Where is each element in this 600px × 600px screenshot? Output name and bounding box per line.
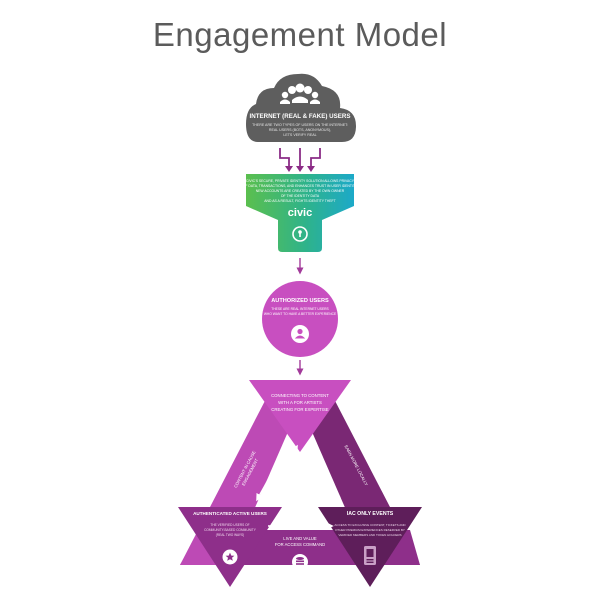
star-badge-icon	[222, 549, 238, 565]
user-icon	[291, 325, 309, 343]
authorized-heading: AUTHORIZED USERS	[271, 298, 329, 304]
top-triangle-line-2: WITH A FOR ARTISTS	[278, 400, 322, 405]
bottom-right-line-3: VERIFIED MEMBERS AND TOKEN HOLDERS	[338, 533, 401, 537]
cloud-line-1: THERE ARE TWO TYPES OF USERS ON THE INTE…	[252, 123, 348, 127]
civic-logo-text: civic	[288, 207, 312, 219]
bottom-left-triangle-node	[178, 507, 282, 587]
top-triangle-line-3: CREATING FOR EXPERTISE	[271, 407, 329, 412]
cloud-line-3: LETS VERIFY REAL	[283, 133, 316, 137]
funnel-line-4: OF THE IDENTITY DATA	[281, 194, 320, 198]
bottom-right-line-1: ACCESS TO EXCLUSIVE CONTENT, TICKETS AND	[334, 523, 406, 527]
authorized-users-node: AUTHORIZED USERS THESE ARE REAL INTERNET…	[262, 281, 338, 357]
arrow-top-to-bottom-left	[256, 454, 283, 502]
bottom-center-line-2: FOR ACCESS COMMAND	[275, 542, 325, 547]
coins-icon	[292, 554, 308, 570]
authorized-line-1: THESE ARE REAL INTERNET USERS	[271, 307, 329, 311]
top-triangle-node	[249, 380, 351, 452]
arrow-bottom-right-to-top	[315, 452, 341, 499]
page-title: Engagement Model	[152, 16, 448, 53]
bottom-right-line-2: OTHER PREMIUM EXPERIENCES RESERVED BY	[335, 528, 405, 532]
bottom-right-heading: IAC ONLY EVENTS	[347, 511, 394, 517]
cloud-shape	[246, 73, 356, 142]
civic-funnel: CIVIC'S SECURE, PRIVATE IDENTITY SOLUTIO…	[243, 174, 358, 252]
top-triangle-line-1: CONNECTING TO CONTENT	[271, 393, 329, 398]
funnel-line-1: CIVIC'S SECURE, PRIVATE IDENTITY SOLUTIO…	[246, 179, 355, 183]
users-group-icon	[280, 83, 320, 104]
funnel-line-5: AND AS A RESULT, FIGHTS IDENTITY THEFT	[264, 199, 335, 203]
bottom-left-line-2: COMMUNITY-BASED COMMUNITY	[204, 528, 257, 532]
cloud-heading: INTERNET (REAL & FAKE) USERS	[250, 113, 351, 120]
funnel-line-3: NEW ACCOUNTS ARE CREATED BY THE OWN OWNE…	[256, 189, 345, 193]
authorized-line-2: WHO WANT TO HAVE A BETTER EXPERIENCE	[264, 312, 337, 316]
bottom-center-line-1: LIVE AND VALUE	[283, 536, 317, 541]
civic-key-icon	[292, 226, 308, 242]
funnel-line-2: OF DATA, TRANSACTIONS, AND ENHANCES TRUS…	[243, 184, 358, 188]
bottom-left-line-3: (REAL TWO WAYS)	[216, 533, 245, 537]
funnel-shape	[246, 174, 354, 252]
authorized-circle	[262, 281, 338, 357]
arrow-into-top-left	[285, 444, 298, 467]
cloud-line-2: REAL USERS (BOTS, ANONYMOUS),	[269, 128, 331, 132]
cloud-internet-users: INTERNET (REAL & FAKE) USERS THERE ARE T…	[246, 73, 356, 142]
bottom-left-line-1: THE VERIFIED USERS OF	[210, 523, 249, 527]
bottom-left-heading: AUTHENTICATED ACTIVE USERS	[193, 511, 267, 516]
ticket-icon	[364, 546, 376, 565]
cloud-to-funnel-arrows	[279, 148, 321, 172]
engagement-triangle: CONNECTING TO CONTENT WITH A FOR ARTISTS…	[178, 380, 422, 587]
